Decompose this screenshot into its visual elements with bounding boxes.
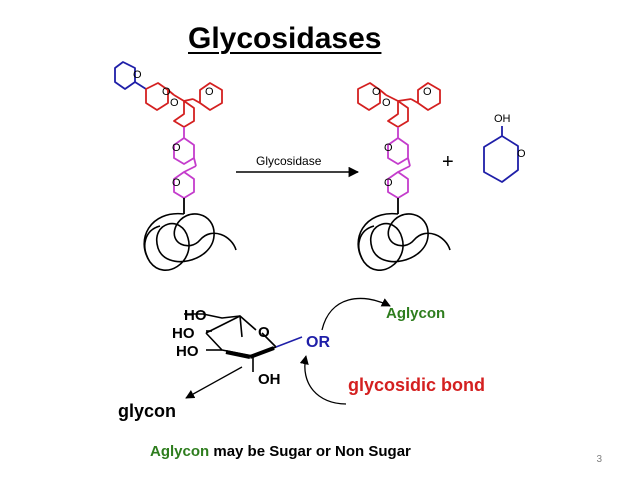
arrow-label: Glycosidase bbox=[256, 154, 322, 168]
glucose-ho-mid: HO bbox=[172, 325, 195, 342]
protein-tangle-right bbox=[357, 212, 451, 271]
protein-tangle-left bbox=[143, 212, 237, 271]
plus-sign: + bbox=[442, 151, 454, 173]
aglycon-curved-arrow bbox=[321, 297, 391, 331]
product-glycan bbox=[357, 82, 441, 214]
product-red-ring-right bbox=[410, 82, 441, 111]
ring-o-red1: O bbox=[162, 86, 171, 98]
ring-o-red3: O bbox=[170, 97, 179, 109]
ring-o-red2: O bbox=[205, 86, 214, 98]
product-ring-o4: O bbox=[384, 142, 393, 154]
ring-o-blue: O bbox=[133, 69, 142, 81]
product-ring-o5: O bbox=[384, 177, 393, 189]
product-red-ring-left bbox=[357, 82, 387, 111]
page-number: 3 bbox=[596, 454, 602, 465]
blue-terminal-ring bbox=[114, 61, 136, 90]
footer-aglycon: Aglycon bbox=[150, 443, 210, 460]
substrate-glycan bbox=[114, 61, 223, 214]
product-ring-o3: O bbox=[382, 97, 391, 109]
magenta-ring-upper bbox=[173, 127, 197, 167]
glucose-ho-top: HO bbox=[184, 307, 207, 324]
aglycon-label: Aglycon bbox=[386, 305, 445, 322]
glycosidic-bond-label: glycosidic bond bbox=[348, 375, 485, 395]
magenta-ring-lower bbox=[173, 165, 197, 199]
footer-rest: may be Sugar or Non Sugar bbox=[209, 443, 411, 460]
glucose-oh-bottom: OH bbox=[258, 371, 281, 388]
glycon-arrow bbox=[185, 366, 243, 399]
released-blue-ring bbox=[483, 126, 519, 183]
red-ring-left bbox=[145, 82, 175, 111]
glycon-label: glycon bbox=[118, 401, 176, 421]
product-magenta-ring-lower bbox=[387, 165, 411, 199]
released-oh: OH bbox=[494, 113, 511, 125]
ring-o-mag1: O bbox=[172, 142, 181, 154]
ring-o-mag2: O bbox=[172, 177, 181, 189]
glucose-structure bbox=[184, 313, 277, 372]
red-ring-right bbox=[192, 82, 223, 111]
glucose-ho-low: HO bbox=[176, 343, 199, 360]
glucose-ring-o: O bbox=[258, 324, 270, 341]
product-ring-o1: O bbox=[372, 86, 381, 98]
released-ring-o: O bbox=[517, 148, 526, 160]
slide-title: Glycosidases bbox=[188, 22, 382, 55]
product-magenta-ring-upper bbox=[387, 127, 411, 167]
or-group: OR bbox=[306, 334, 330, 351]
product-ring-o2: O bbox=[423, 86, 432, 98]
bond-curved-arrow bbox=[299, 355, 347, 405]
anomeric-bond bbox=[275, 336, 303, 348]
footer-note: Aglycon may be Sugar or Non Sugar bbox=[150, 443, 411, 460]
